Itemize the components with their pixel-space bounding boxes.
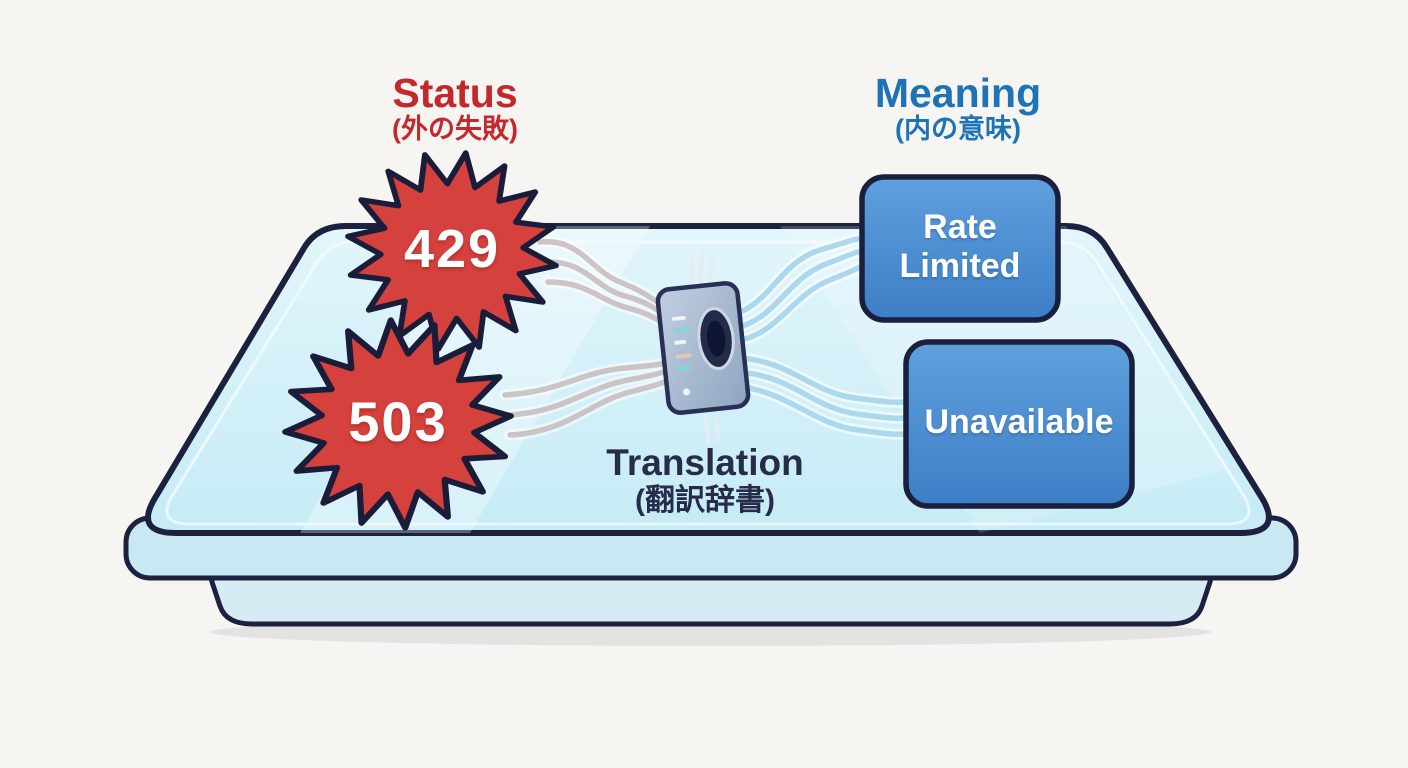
translator-subtitle: (翻訳辞書) [635,484,775,517]
status-header-title: Status [392,70,518,116]
status-code-429: 429 [403,219,501,279]
status-code-503: 503 [348,390,448,453]
tray-inner-border [165,240,1251,526]
meaning-label-unavailable: Unavailable [924,403,1114,441]
status-header-subtitle: (外の失敗) [392,114,518,144]
translator-chip-icon [655,281,751,415]
translator-title: Translation [606,442,804,483]
meaning-label-rate-limited: Rate Limited [899,208,1021,286]
meaning-box-rate-limited [859,174,1061,323]
meaning-header-subtitle: (内の意味) [895,114,1021,144]
meaning-header-title: Meaning [874,70,1042,116]
meaning-box-unavailable [903,339,1135,509]
